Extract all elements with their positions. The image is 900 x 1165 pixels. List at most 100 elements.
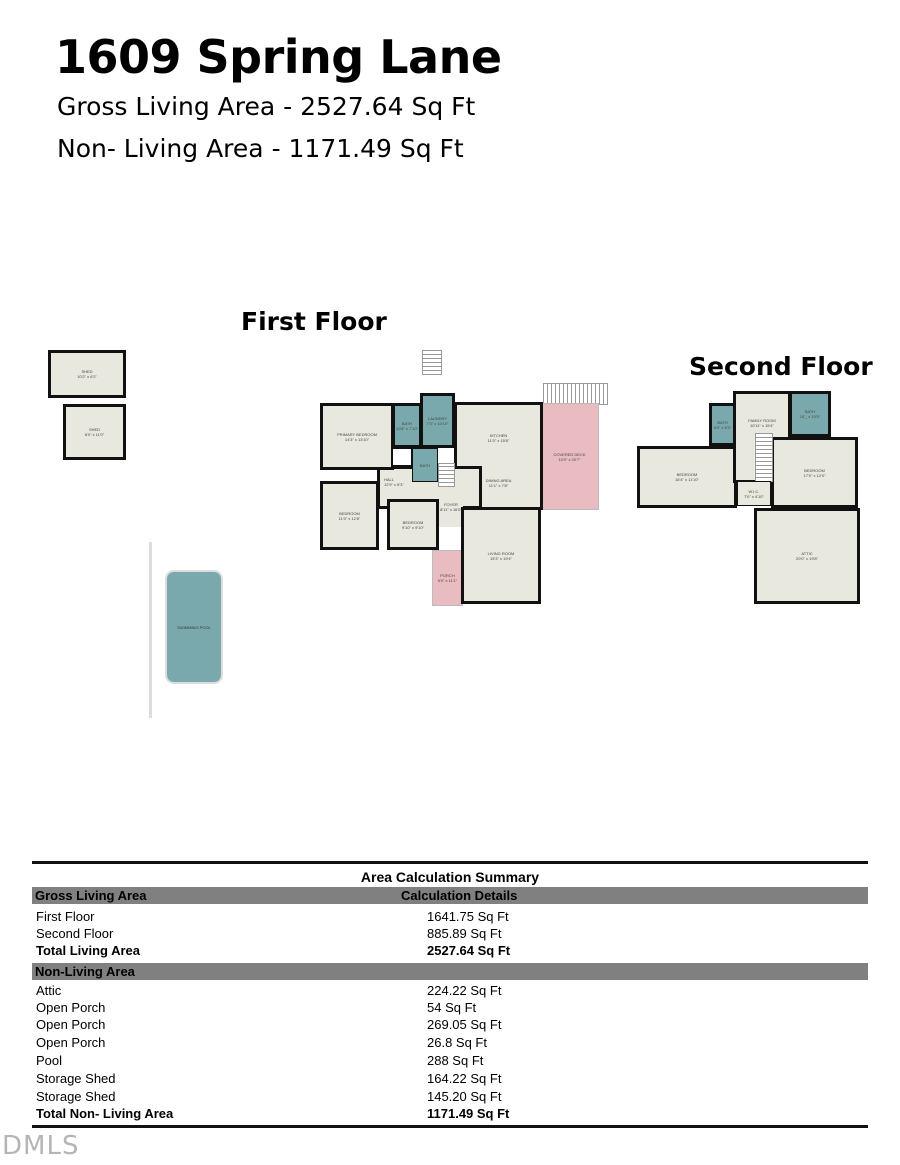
- room-name: BATH: [804, 409, 816, 414]
- row-label: Open Porch: [36, 1000, 106, 1015]
- details-header: Calculation Details: [401, 888, 518, 903]
- room-bath-2: BATH: [412, 448, 438, 482]
- room-dims: 17'0" x 12'0": [803, 472, 826, 478]
- row-value: 54 Sq Ft: [427, 1000, 477, 1015]
- table-top-rule: [32, 861, 868, 864]
- row-value: 885.89 Sq Ft: [427, 926, 502, 941]
- room-dims: 8'0" x 6'3": [713, 424, 732, 430]
- room-name: BATH: [419, 462, 431, 468]
- upper-stairs: [755, 433, 773, 482]
- room-name: KITCHEN: [489, 433, 508, 438]
- room-name: W.I.C.: [748, 488, 760, 494]
- watermark-logo: DMLS: [2, 1131, 80, 1161]
- table-row: Storage Shed 164.22 Sq Ft: [36, 1072, 856, 1086]
- table-row-total: Total Non- Living Area 1171.49 Sq Ft: [36, 1107, 856, 1121]
- room-dims: 11'1" x 7'8": [488, 483, 509, 488]
- room-dims: 14'3" x 13'10": [344, 436, 370, 442]
- row-value: 164.22 Sq Ft: [427, 1071, 502, 1086]
- room-name: COVERED DECK: [553, 451, 586, 457]
- room-name: FAMILY ROOM: [748, 418, 776, 423]
- room-name: BATH: [401, 420, 413, 426]
- deck-stairs: [543, 383, 608, 405]
- table-row: Open Porch 26.8 Sq Ft: [36, 1036, 856, 1050]
- table-bottom-rule: [32, 1125, 868, 1128]
- row-label: Storage Shed: [36, 1071, 116, 1086]
- row-label: Storage Shed: [36, 1089, 116, 1104]
- room-dims: 11'0" x 12'8": [338, 515, 361, 521]
- second-floor-title: Second Floor: [689, 352, 873, 381]
- room-name: PRIMARY BEDROOM: [337, 431, 377, 437]
- room-name: BEDROOM: [402, 519, 424, 525]
- table-row: Second Floor 885.89 Sq Ft: [36, 927, 856, 941]
- room-dims: 8'0" x 11'0": [84, 432, 105, 437]
- non-living-header-bar: Non-Living Area: [32, 963, 868, 980]
- row-label: Second Floor: [36, 926, 114, 941]
- room-dims: 10'2" x 6'2": [77, 374, 97, 379]
- room-name: DINING AREA: [485, 478, 512, 483]
- fence-line: [149, 542, 152, 718]
- table-row: Open Porch 54 Sq Ft: [36, 1001, 856, 1015]
- room-name: HALL: [384, 477, 395, 482]
- row-label: Attic: [36, 983, 62, 998]
- row-value: 288 Sq Ft: [427, 1053, 484, 1068]
- room-dims: 7'0" x 4'10": [744, 493, 764, 499]
- row-label: Total Non- Living Area: [36, 1106, 174, 1121]
- table-row: Open Porch 269.05 Sq Ft: [36, 1018, 856, 1032]
- row-label: Open Porch: [36, 1017, 106, 1032]
- property-title: 1609 Spring Lane: [55, 30, 502, 84]
- room-wic: W.I.C.7'0" x 4'10": [737, 481, 771, 506]
- room-dims: 20'0" x 19'8": [796, 556, 818, 561]
- interior-stairs: [438, 463, 455, 487]
- room-dims: 10'11" x 15'4": [750, 423, 774, 428]
- non-living-area: Non- Living Area - 1171.49 Sq Ft: [57, 134, 464, 163]
- table-row: Attic 224.22 Sq Ft: [36, 984, 856, 998]
- gross-living-area: Gross Living Area - 2527.64 Sq Ft: [57, 92, 476, 121]
- table-row: Pool 288 Sq Ft: [36, 1054, 856, 1068]
- room-dims: 11'0" x 15'6": [487, 438, 510, 443]
- room-name: ATTIC: [801, 551, 813, 556]
- room-name: SHED: [81, 369, 93, 374]
- room-name: BEDROOM: [676, 472, 698, 477]
- room-name: LAUNDRY: [427, 415, 448, 421]
- room-dims: 10'0" x 20'7": [558, 456, 581, 462]
- row-label: Total Living Area: [36, 943, 141, 958]
- row-label: Pool: [36, 1053, 63, 1068]
- room-name: SHED: [88, 427, 101, 432]
- row-label: Open Porch: [36, 1035, 106, 1050]
- room-dims: 12'9" x 6'3": [384, 482, 404, 487]
- non-living-header: Non-Living Area: [35, 964, 135, 979]
- shower: [392, 448, 412, 466]
- room-dims: 10'6" x 7'10": [396, 425, 418, 431]
- room-dims: 16'4" x 11'10": [675, 477, 699, 482]
- room-name: SWIMMING POOL: [177, 624, 211, 630]
- row-value: 2527.64 Sq Ft: [427, 943, 511, 958]
- room-dims: 15'3" x 19'4": [490, 555, 512, 561]
- row-value: 26.8 Sq Ft: [427, 1035, 487, 1050]
- row-label: First Floor: [36, 909, 95, 924]
- room-name: BATH: [717, 419, 728, 425]
- row-value: 269.05 Sq Ft: [427, 1017, 502, 1032]
- row-value: 224.22 Sq Ft: [427, 983, 502, 998]
- table-row-total: Total Living Area 2527.64 Sq Ft: [36, 944, 856, 958]
- room-dims: 5'0" x 11'1": [437, 578, 458, 583]
- stairs: [422, 350, 442, 375]
- room-dims: 8'11" x 16'0": [440, 507, 462, 512]
- room-dims: 7'3" x 10'10": [426, 420, 449, 426]
- room-dims: 9'10" x 9'10": [402, 524, 424, 530]
- first-floor-title: First Floor: [241, 307, 387, 336]
- row-value: 1171.49 Sq Ft: [427, 1106, 510, 1121]
